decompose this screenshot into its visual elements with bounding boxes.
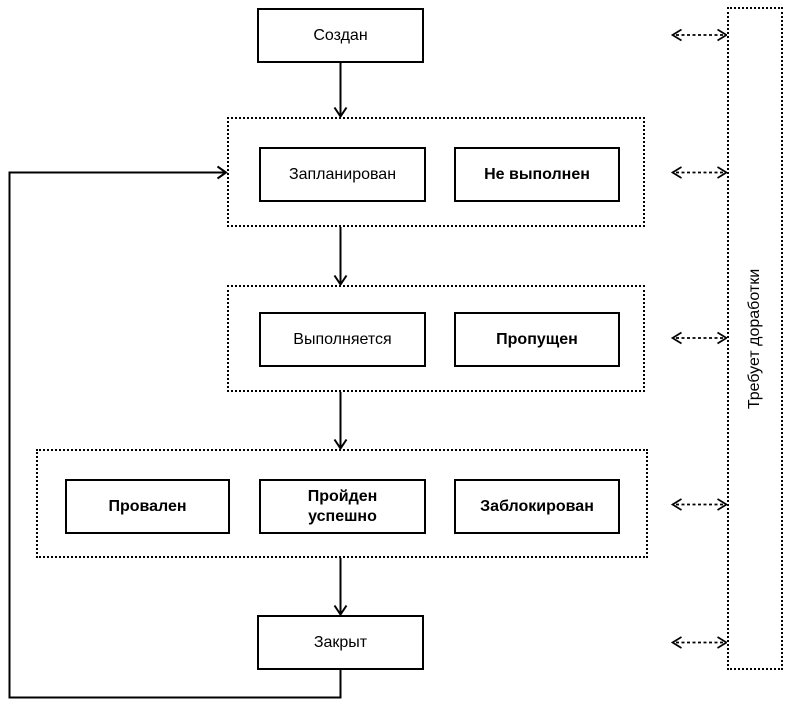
node-closed: Закрыт (257, 615, 424, 670)
arrowhead-left-icon (670, 28, 682, 42)
arrowhead-left-icon (670, 331, 682, 345)
arrowhead-left-icon (670, 498, 682, 511)
arrowhead-right-icon (717, 331, 729, 345)
arrowhead-down-icon (333, 604, 348, 617)
node-needs-rework: Требует доработки (727, 7, 783, 670)
node-planned: Запланирован (259, 147, 426, 202)
arrowhead-down-icon (333, 438, 348, 451)
node-created-label: Создан (313, 26, 368, 44)
group-result-states: Провален Пройден успешно Заблокирован (36, 449, 648, 558)
node-needs-rework-label: Требует доработки (746, 268, 763, 409)
arrowhead-right-icon (717, 28, 729, 42)
loop-closed-to-planned (8, 171, 342, 699)
node-created: Создан (257, 8, 424, 63)
node-blocked-label: Заблокирован (480, 497, 594, 515)
node-planned-label: Запланирован (288, 165, 397, 183)
arrowhead-down-icon (333, 274, 348, 287)
node-not-executed-label: Не выполнен (484, 165, 590, 183)
arrowhead-right-icon (717, 498, 729, 511)
arrowhead-right-icon (717, 166, 729, 179)
node-failed: Провален (65, 479, 230, 534)
arrowhead-right-icon (216, 165, 228, 180)
node-skipped: Пропущен (454, 312, 620, 367)
group-planned-states: Запланирован Не выполнен (227, 117, 645, 227)
arrowhead-left-icon (670, 636, 682, 649)
node-blocked: Заблокирован (454, 479, 620, 534)
group-executing-states: Выполняется Пропущен (227, 285, 645, 392)
arrowhead-down-icon (333, 106, 348, 119)
arrowhead-left-icon (670, 166, 682, 179)
node-skipped-label: Пропущен (496, 330, 578, 348)
node-closed-label: Закрыт (313, 633, 368, 651)
node-passed-label: Пройден успешно (307, 487, 378, 525)
node-not-executed: Не выполнен (454, 147, 620, 202)
node-failed-label: Провален (108, 497, 187, 515)
arrowhead-right-icon (717, 636, 729, 649)
node-in-progress: Выполняется (259, 312, 426, 367)
node-passed: Пройден успешно (259, 479, 426, 534)
node-in-progress-label: Выполняется (293, 330, 392, 348)
